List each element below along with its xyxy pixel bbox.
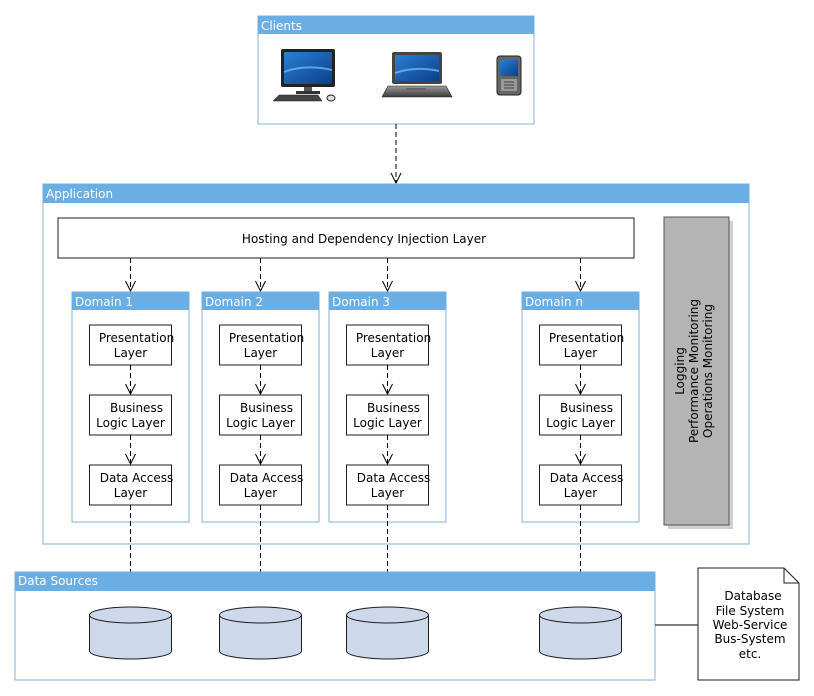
data-access-layer-label-line-1: Data Access [230,471,304,485]
presentation-layer-label-line-1: Presentation [229,331,304,345]
data-access-layer-label-line-2: Layer [564,486,598,500]
presentation-layer-label-line-1: Presentation [356,331,431,345]
presentation-layer-label-line-2: Layer [244,346,278,360]
mobile-phone-icon [496,55,522,96]
data-sources-title: Data Sources [18,574,98,588]
note-line-file-system: File System [716,604,785,618]
domain-header [202,292,319,310]
business-logic-layer-label-line-2: Logic Layer [226,416,295,430]
application-title: Application [46,187,113,201]
note-line-etc: etc. [739,647,762,661]
business-logic-layer-label-line-2: Logic Layer [546,416,615,430]
domain-header [329,292,446,310]
side-panel-performance-monitoring: Performance Monitoring [687,299,701,443]
business-logic-layer-box [219,394,302,436]
presentation-layer-box [89,324,172,366]
data-access-layer-label-line-2: Layer [244,486,278,500]
business-logic-layer-box [89,394,172,436]
domain-header [72,292,189,310]
laptop-icon [381,52,453,98]
clients-container: Clients [257,15,535,125]
presentation-layer-box [219,324,302,366]
side-panel-logging: Logging [673,347,687,395]
note-line-bus-system: Bus-System [714,632,785,646]
databases-group [89,606,622,660]
business-logic-layer-label-line-1: Business [240,401,293,415]
data-access-layer-box [89,464,172,506]
business-logic-layer-box [346,394,429,436]
data-access-layer-label-line-1: Data Access [357,471,431,485]
data-sources-container: Data Sources [14,571,656,681]
database-icon [346,606,429,660]
domain-title: Domain 1 [75,295,133,309]
domain-title: Domain 2 [205,295,263,309]
hosting-layer-box [57,217,635,259]
presentation-layer-label-line-2: Layer [564,346,598,360]
database-icon [89,606,172,660]
presentation-layer-box [346,324,429,366]
domain-title: Domain n [525,295,583,309]
data-sources-note: Database File System Web-Service Bus-Sys… [697,567,800,681]
business-logic-layer-label-line-1: Business [367,401,420,415]
data-access-layer-label-line-2: Layer [371,486,405,500]
domain-title: Domain 3 [332,295,390,309]
monitoring-panel: Logging Performance Monitoring Operation… [663,216,733,529]
clients-header [258,16,534,34]
domain-header [522,292,639,310]
business-logic-layer-label-line-1: Business [110,401,163,415]
data-access-layer-box [219,464,302,506]
note-line-database: Database [724,589,781,603]
note-line-web-service: Web-Service [713,618,788,632]
data-access-layer-label-line-1: Data Access [550,471,624,485]
application-container: Application Hosting and Dependency Injec… [42,183,750,606]
hosting-layer-label: Hosting and Dependency Injection Layer [242,232,486,246]
presentation-layer-label-line-2: Layer [371,346,405,360]
database-icon [539,606,622,660]
desktop-computer-icon [272,49,336,102]
presentation-layer-label-line-1: Presentation [99,331,174,345]
business-logic-layer-box [539,394,622,436]
data-access-layer-label-line-2: Layer [114,486,148,500]
presentation-layer-label-line-1: Presentation [549,331,624,345]
presentation-layer-box [539,324,622,366]
application-header [43,184,749,203]
data-sources-header [15,572,655,591]
clients-title: Clients [261,19,302,33]
business-logic-layer-label-line-2: Logic Layer [96,416,165,430]
side-panel-operations-monitoring: Operations Monitoring [701,304,715,438]
data-access-layer-label-line-1: Data Access [100,471,174,485]
business-logic-layer-label-line-2: Logic Layer [353,416,422,430]
presentation-layer-label-line-2: Layer [114,346,148,360]
database-icon [219,606,302,660]
business-logic-layer-label-line-1: Business [560,401,613,415]
